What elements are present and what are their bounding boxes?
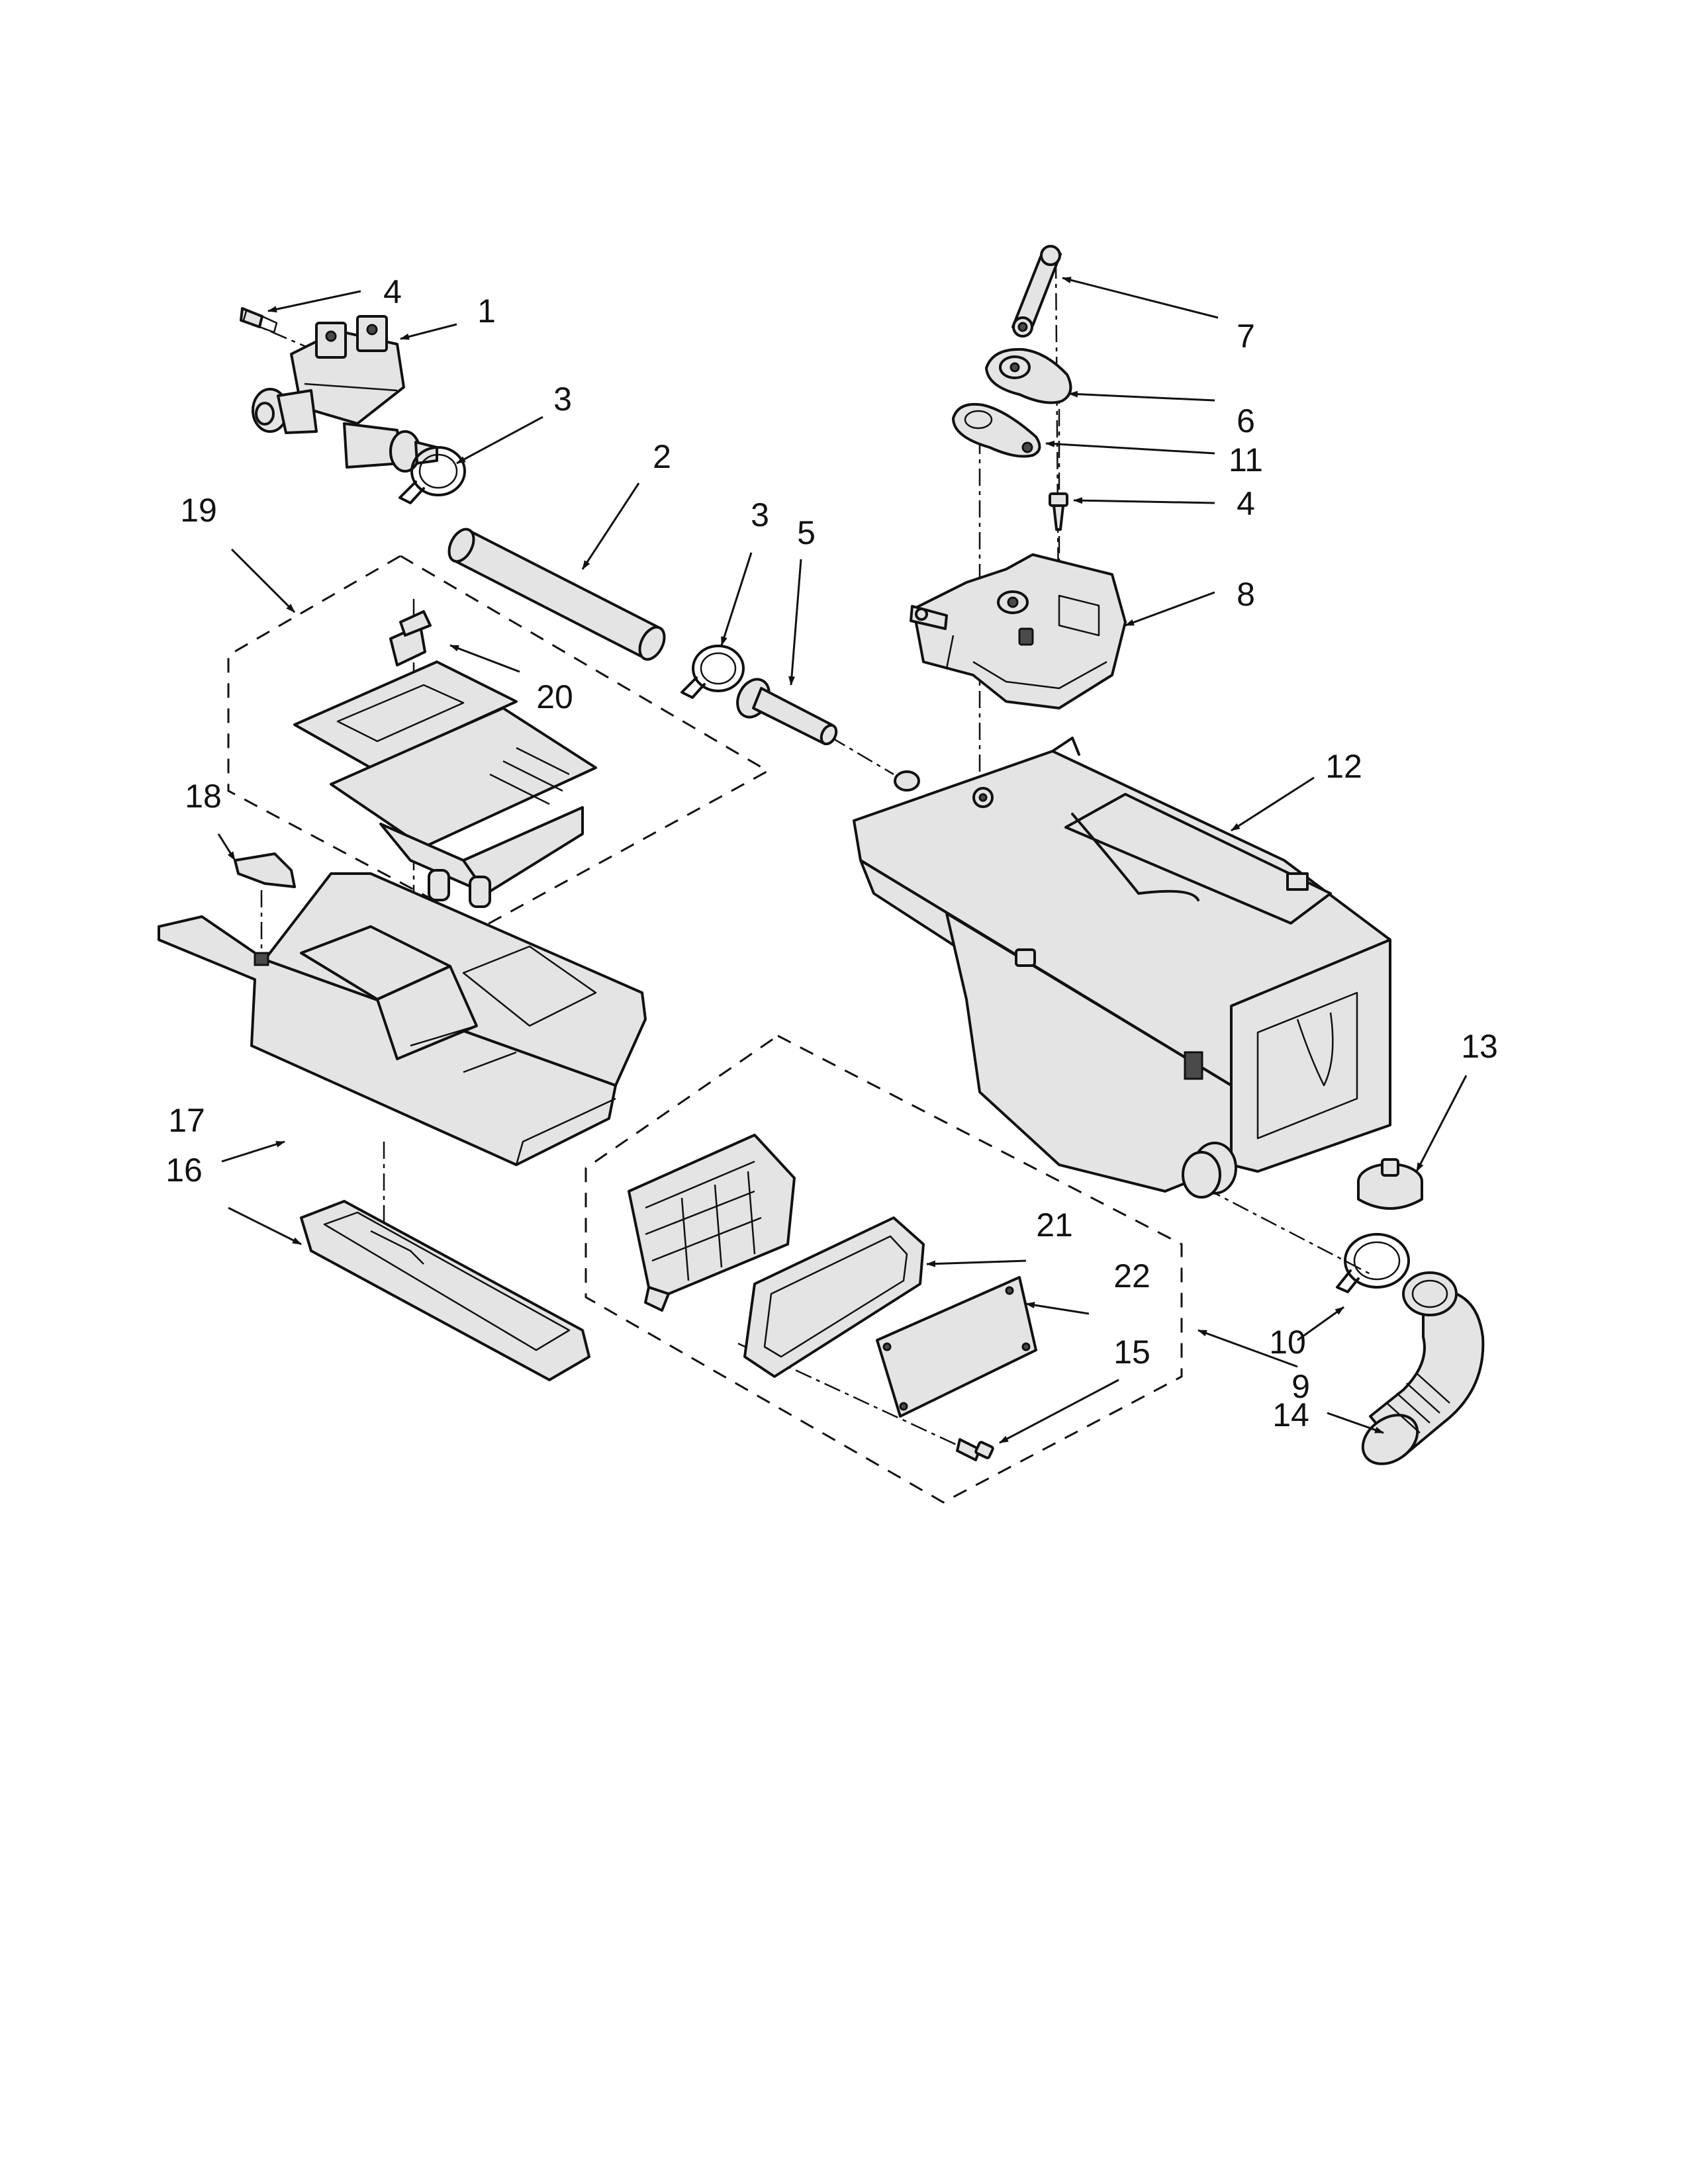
nozzle-icon [736,678,838,746]
water-valve-icon [252,315,438,473]
cover-plate-icon [876,1276,1037,1418]
tray-icon [300,1200,590,1381]
hose-tube-icon [447,527,666,661]
callout-13: 13 [1461,1028,1498,1065]
callout-4: 4 [1237,485,1255,522]
callout-9: 9 [1291,1368,1310,1405]
group-outline-9 [585,1034,1183,1504]
clip-icon [234,852,296,888]
callout-18: 18 [185,778,222,815]
gasket-icon [952,403,1041,458]
callout-7: 7 [1237,318,1255,355]
hose-clamp-icon [680,645,745,699]
callout-10: 10 [1269,1324,1306,1361]
cam-plate-icon [985,347,1072,404]
callout-20: 20 [536,678,573,715]
callout-15: 15 [1113,1334,1150,1371]
door-frame-icon [743,1216,925,1378]
screw-icon [240,307,278,334]
group-outline-19 [227,555,771,928]
leader-arrows [217,277,1468,1444]
callout-11: 11 [1229,441,1263,478]
callout-21: 21 [1036,1206,1073,1244]
dispenser-housing-icon [853,737,1391,1199]
actuator-icon [910,553,1127,709]
callout-14: 14 [1272,1396,1309,1433]
callout-labels: 1 2 3 3 4 4 5 6 7 8 9 10 11 12 13 14 15 … [165,273,1498,1433]
drain-hose-icon [1361,1271,1485,1465]
callout-16: 16 [165,1152,203,1189]
vent-grille-icon [628,1134,796,1312]
link-arm-icon [1011,245,1062,338]
callout-12: 12 [1325,748,1362,785]
pressure-cap-icon [1357,1158,1423,1210]
callout-8: 8 [1237,576,1255,613]
callout-3: 3 [553,381,572,418]
callout-6: 6 [1237,402,1255,439]
callout-1: 1 [477,293,496,330]
hose-clamp-icon [399,446,466,504]
callout-2: 2 [653,438,671,475]
screw-icon [956,1438,994,1461]
callout-19: 19 [180,492,217,529]
callout-17: 17 [168,1102,205,1139]
cap-icon [389,610,432,666]
callout-3: 3 [751,496,769,533]
tray-insert-icon [293,660,597,908]
callout-5: 5 [797,514,816,551]
callout-22: 22 [1113,1257,1150,1295]
callout-4: 4 [383,273,402,310]
screw-icon [1049,492,1068,531]
hose-clamp-icon [1336,1233,1410,1293]
dispenser-drawer-icon [158,872,647,1166]
